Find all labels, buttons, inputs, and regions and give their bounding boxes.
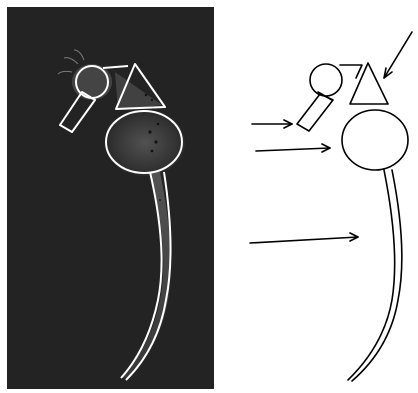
arrow-abdomen — [256, 144, 330, 152]
drawing-abdomen — [342, 110, 408, 170]
micrograph-panel — [7, 7, 214, 389]
micrograph-background — [7, 7, 214, 389]
arrow-tail — [250, 233, 358, 243]
drawing-tail — [348, 170, 402, 381]
drawing-snout — [297, 94, 333, 131]
line-drawing — [250, 32, 412, 381]
drawing-triangle-segment — [350, 63, 388, 104]
drawing-head-triangle-link — [340, 65, 362, 78]
arrow-snout — [252, 120, 292, 128]
arrow-triangle — [384, 32, 412, 78]
drawing-head — [310, 64, 342, 96]
